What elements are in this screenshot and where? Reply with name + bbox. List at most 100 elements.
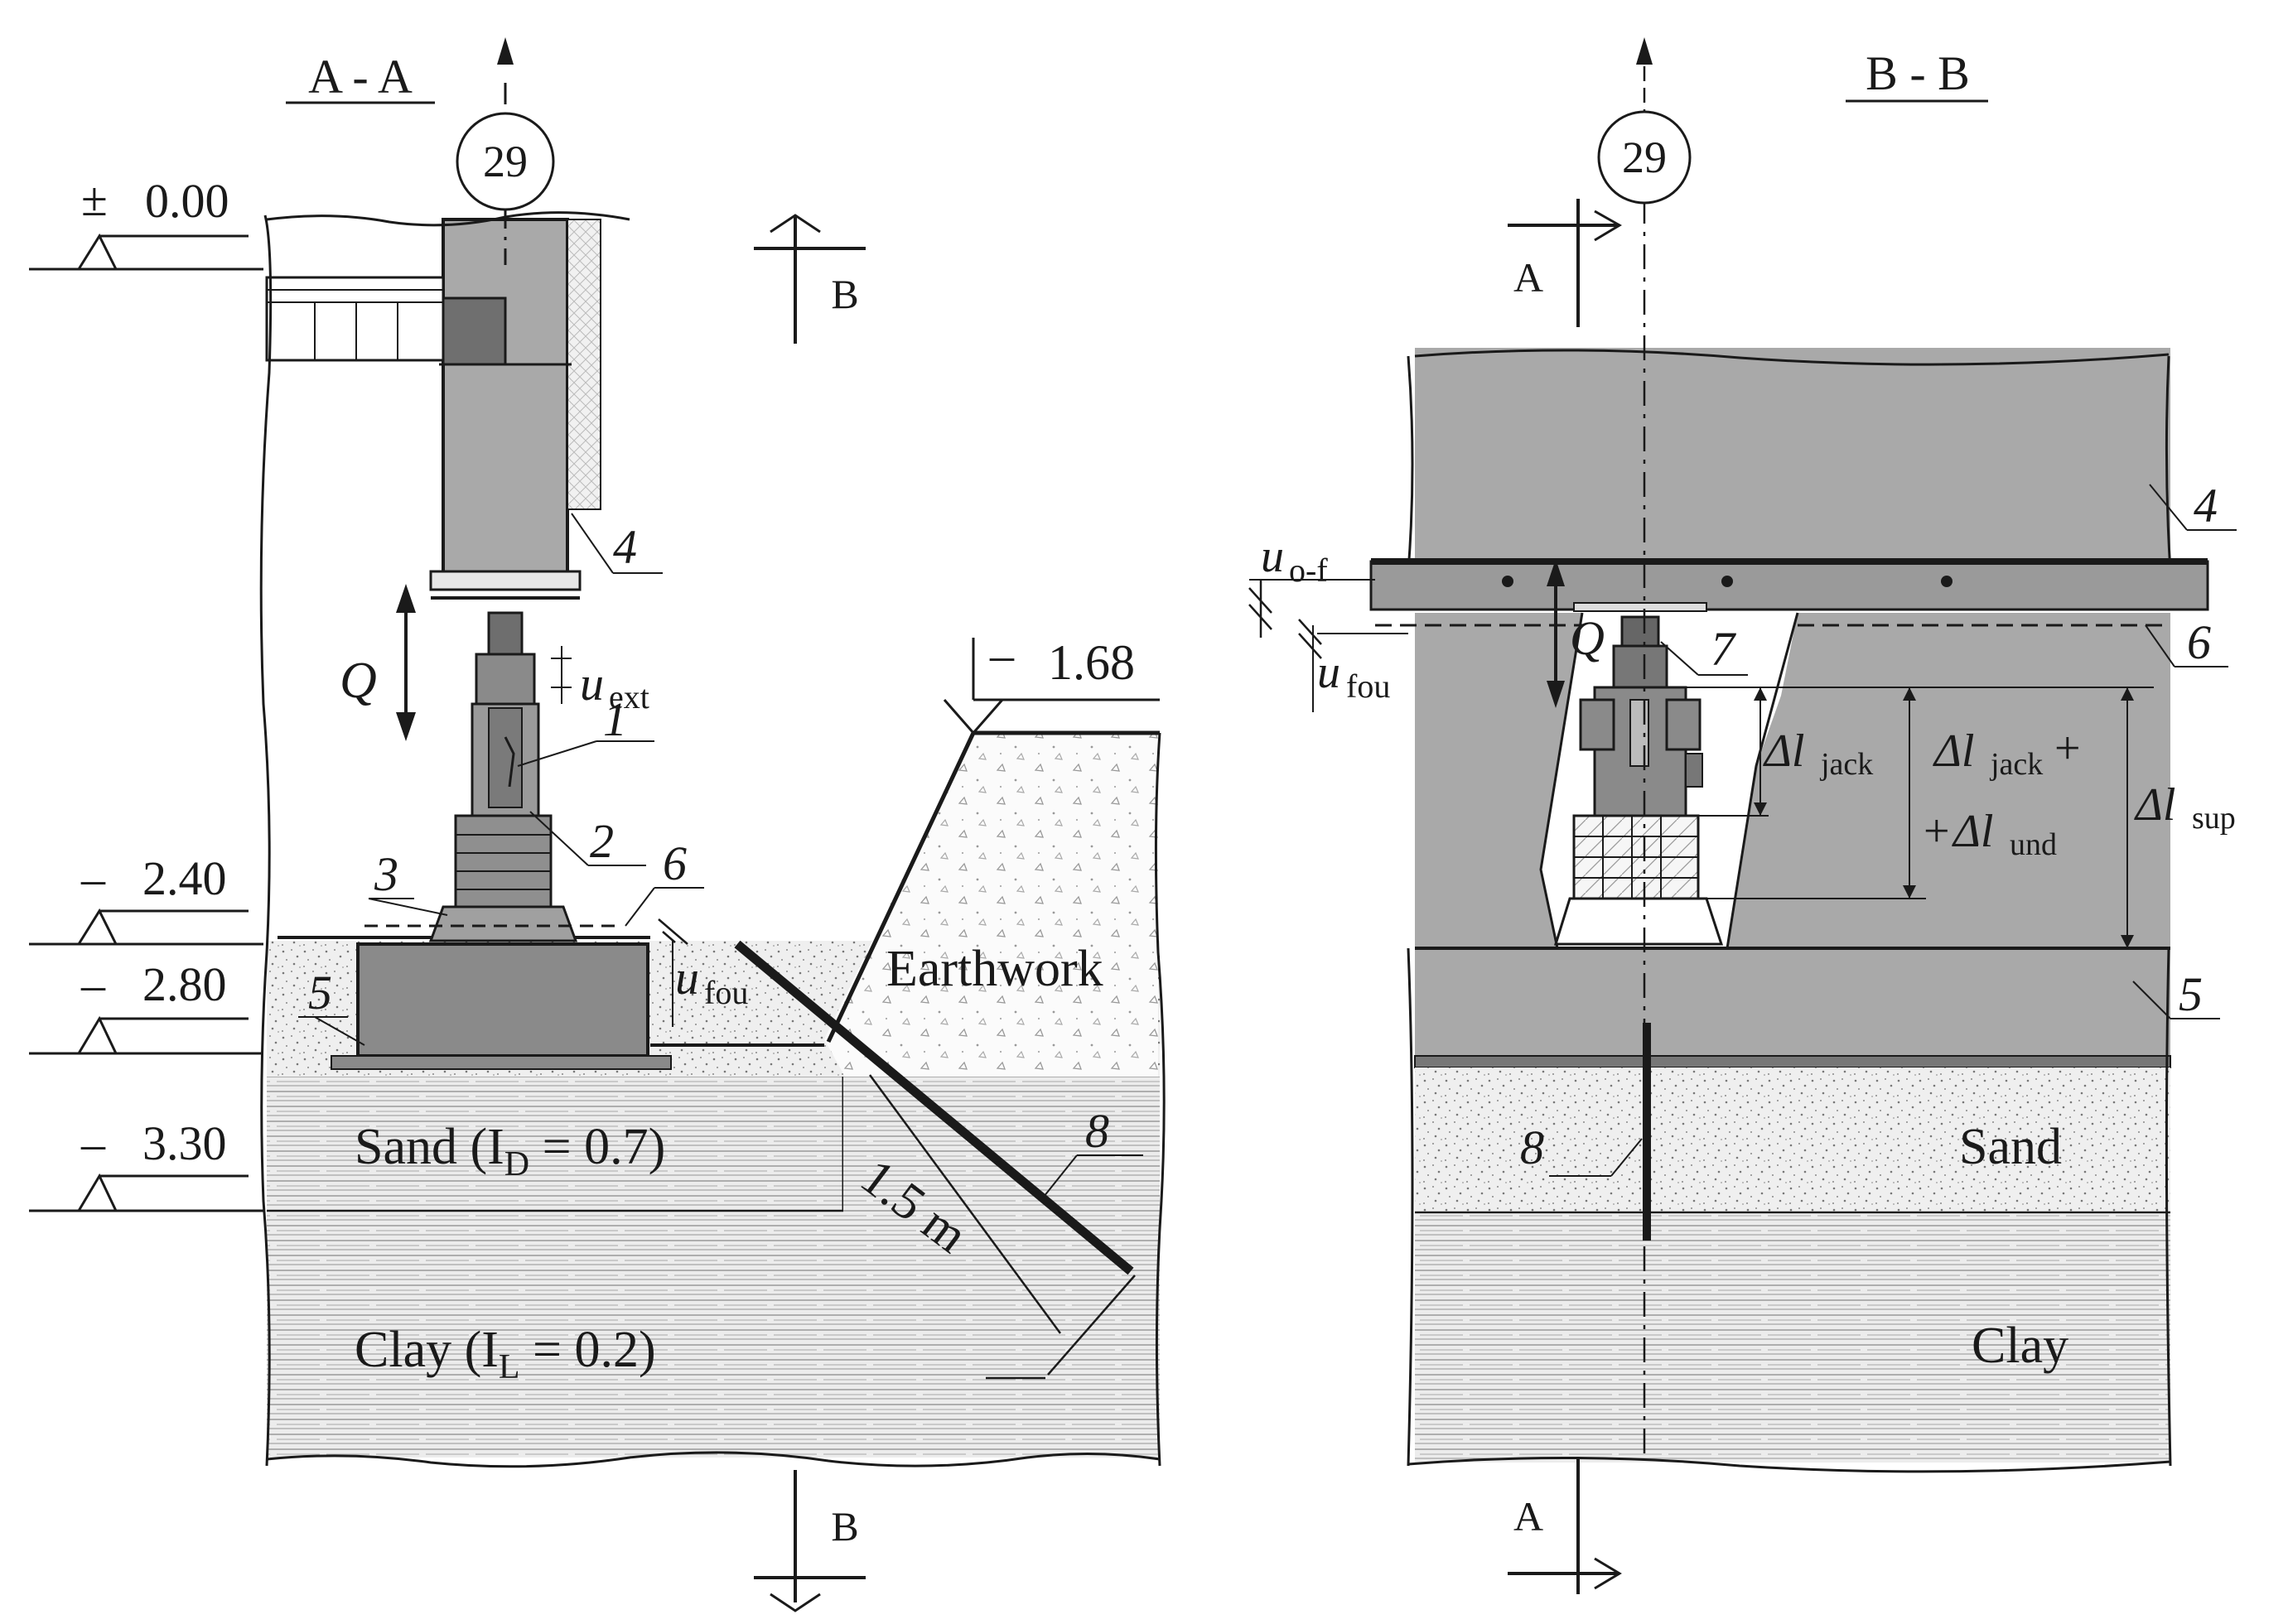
- svg-text:jack: jack: [1819, 747, 1873, 782]
- svg-text:2: 2: [590, 814, 614, 868]
- svg-text:und: und: [2010, 827, 2057, 862]
- axis-29-bubble-bb: [1597, 110, 1692, 205]
- svg-text:u: u: [675, 951, 699, 1005]
- svg-text:+: +: [2054, 723, 2081, 774]
- callout-5-aa: 5: [298, 966, 365, 1046]
- level-1.68: – 1.68: [943, 628, 1160, 735]
- callout-8-aa: 8: [1043, 1104, 1143, 1198]
- foundation-5-bb: [1415, 948, 2170, 1056]
- section-marker-a-bottom-label: A: [1513, 1493, 1543, 1540]
- svg-text:4: 4: [2194, 479, 2218, 532]
- svg-text:jack: jack: [1989, 747, 2043, 782]
- u-ext-label: u ext: [551, 646, 649, 716]
- level-2.40: – 2.40: [29, 851, 263, 946]
- level-3.30: – 3.30: [29, 1116, 263, 1212]
- svg-text:Δl: Δl: [1763, 725, 1804, 777]
- section-marker-b-bottom-label: B: [831, 1503, 858, 1549]
- section-b-b: 29 B - B A A Q u o-f: [1248, 37, 2237, 1594]
- clay-label-bb: Clay: [1972, 1318, 2068, 1374]
- svg-text:Q: Q: [340, 653, 377, 709]
- svg-text:Δl: Δl: [1952, 806, 1993, 857]
- svg-text:sup: sup: [2192, 801, 2236, 836]
- svg-text:1.68: 1.68: [1048, 635, 1135, 690]
- delta-l-sup-label: Δl sup: [2134, 779, 2236, 836]
- svg-text:Q: Q: [1570, 611, 1605, 665]
- section-marker-a-bottom: A: [1508, 1458, 1622, 1594]
- u-of-label: u o-f: [1248, 531, 1375, 638]
- axis-29-label-aa: 29: [483, 137, 528, 186]
- svg-text:o-f: o-f: [1289, 552, 1328, 589]
- delta-l-dimensions: [1686, 687, 2154, 948]
- svg-text:8: 8: [1085, 1104, 1109, 1158]
- svg-text:–: –: [989, 628, 1015, 682]
- svg-text:u: u: [1317, 647, 1340, 698]
- foundation-block-5-aa: [356, 942, 649, 1058]
- svg-text:Sand (ID = 0.7): Sand (ID = 0.7): [355, 1119, 665, 1183]
- callout-5-bb: 5: [2132, 967, 2220, 1021]
- packing-stack-2-aa: [454, 814, 553, 908]
- level-0.00: ± 0.00: [29, 172, 263, 271]
- svg-text:fou: fou: [1346, 667, 1390, 705]
- svg-text:–: –: [80, 851, 106, 905]
- load-q-bb: Q: [1547, 559, 1605, 708]
- earthwork-embankment: [824, 733, 1158, 1077]
- callout-6-aa: 6: [625, 836, 704, 927]
- earthwork-label: Earthwork: [886, 941, 1103, 997]
- svg-text:2.40: 2.40: [142, 851, 227, 905]
- section-marker-a-top: A: [1508, 199, 1622, 327]
- svg-text:6: 6: [2187, 615, 2211, 669]
- svg-text:0.00: 0.00: [145, 174, 229, 228]
- u-fou-label-aa: u fou: [658, 918, 748, 1027]
- svg-text:u: u: [580, 657, 604, 711]
- svg-text:Δl: Δl: [1933, 725, 1974, 777]
- callout-6-bb: 6: [2145, 615, 2228, 669]
- wall-column-4-aa: [429, 218, 601, 600]
- svg-text:3.30: 3.30: [142, 1116, 227, 1170]
- callout-4-bb: 4: [2149, 479, 2237, 532]
- level-2.80: – 2.80: [29, 957, 263, 1055]
- svg-text:5: 5: [2179, 967, 2203, 1021]
- svg-text:fou: fou: [704, 974, 748, 1011]
- delta-l-jack-und-label: Δl jack + + Δl und: [1924, 723, 2081, 862]
- sand-label-aa: Sand (ID = 0.7): [355, 1119, 665, 1183]
- svg-text:+: +: [1924, 806, 1950, 857]
- section-marker-b-top-label: B: [831, 271, 858, 317]
- section-b-b-title: B - B: [1866, 46, 1970, 100]
- svg-text:5: 5: [308, 966, 332, 1019]
- callout-2-aa: 2: [529, 811, 646, 868]
- axis-29-bubble-aa: [456, 112, 555, 211]
- u-fou-label-bb: u fou: [1298, 619, 1408, 712]
- anchor-rod-8-aa: [734, 940, 1134, 1275]
- section-a-a-title: A - A: [308, 50, 413, 104]
- callout-8-bb: 8: [1520, 1120, 1643, 1177]
- svg-text:u: u: [1261, 531, 1284, 582]
- delta-l-jack-label: Δl jack: [1763, 725, 1873, 782]
- callout-1-aa: 1: [517, 692, 654, 767]
- svg-text:Δl: Δl: [2134, 779, 2175, 831]
- floor-slab-aa: [265, 276, 445, 362]
- svg-text:7: 7: [1711, 622, 1736, 676]
- svg-text:ext: ext: [609, 678, 649, 716]
- svg-text:2.80: 2.80: [142, 957, 227, 1011]
- section-marker-b-top: B: [754, 214, 866, 344]
- svg-text:6: 6: [663, 836, 687, 890]
- section-a-a: 29 A - A B B ± 0.00: [29, 37, 1166, 1612]
- svg-text:1: 1: [603, 692, 627, 746]
- svg-text:Clay (IL = 0.2): Clay (IL = 0.2): [355, 1322, 656, 1386]
- clay-label-aa: Clay (IL = 0.2): [355, 1322, 656, 1386]
- svg-text:±: ±: [81, 172, 108, 226]
- svg-text:3: 3: [374, 847, 398, 901]
- section-marker-a-top-label: A: [1513, 254, 1543, 301]
- callout-4-aa: 4: [571, 513, 663, 574]
- jack-base-plate-3-aa: [428, 905, 578, 942]
- beam-bb: [1369, 560, 2209, 611]
- callout-3-aa: 3: [368, 847, 448, 916]
- wall-4-bb: [1415, 348, 2170, 563]
- svg-text:–: –: [80, 957, 106, 1011]
- sand-label-bb: Sand: [1959, 1119, 2062, 1175]
- load-q-aa: Q: [340, 584, 416, 741]
- jack-1-aa: [471, 611, 540, 817]
- callout-7-bb: 7: [1660, 622, 1748, 676]
- svg-text:8: 8: [1520, 1120, 1544, 1174]
